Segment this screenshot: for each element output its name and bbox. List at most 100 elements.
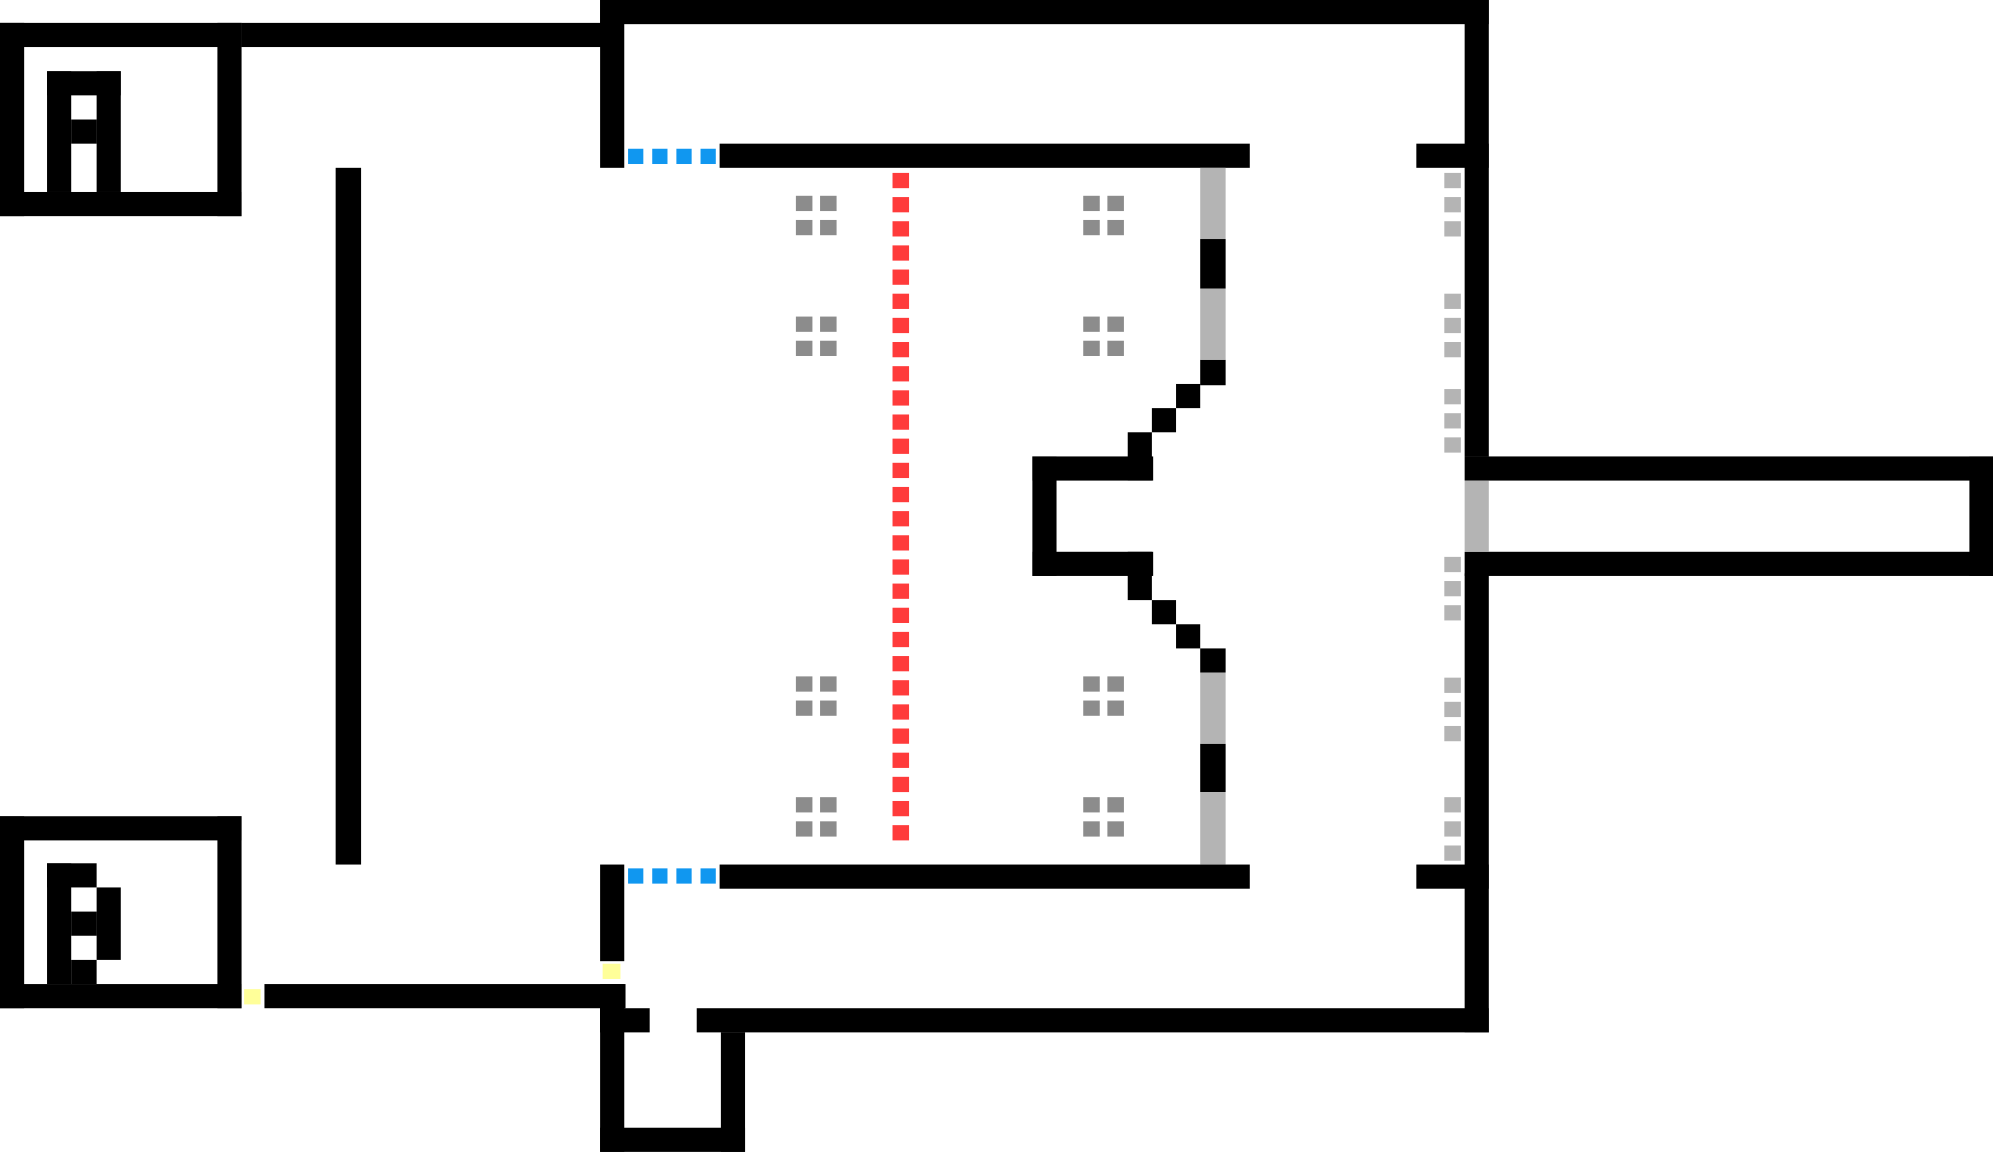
floor-marker <box>1083 700 1100 716</box>
laser-segment <box>892 342 910 358</box>
floor-marker <box>1083 340 1100 356</box>
wall-segment <box>217 22 242 217</box>
laser-segment <box>892 293 910 309</box>
wall-segment <box>1416 864 1489 889</box>
glass-panel <box>1200 167 1226 240</box>
wall-segment <box>1127 551 1152 601</box>
floor-marker <box>795 195 813 212</box>
yellow-marker <box>602 963 621 979</box>
laser-segment <box>892 221 910 237</box>
floor-marker <box>1107 676 1124 692</box>
laser-segment <box>892 438 910 454</box>
glass-dot <box>1444 845 1461 861</box>
wall-segment <box>1176 383 1201 409</box>
wall-segment <box>0 22 242 48</box>
wall-segment <box>1200 743 1226 793</box>
blue-door-tile <box>700 868 716 884</box>
laser-segment <box>892 317 910 334</box>
wall-segment <box>47 71 72 192</box>
laser-segment <box>892 680 910 696</box>
glass-dot <box>1444 221 1461 237</box>
wall-segment <box>600 0 1489 25</box>
floor-marker <box>820 700 837 716</box>
glass-dot <box>1444 413 1461 429</box>
glass-dot <box>1444 342 1461 358</box>
wall-segment <box>1200 648 1226 673</box>
floor-marker <box>1107 316 1124 332</box>
floor-marker <box>1107 219 1124 236</box>
wall-segment <box>1416 143 1489 168</box>
glass-dot <box>1444 797 1461 813</box>
wall-segment <box>241 22 623 48</box>
wall-segment <box>71 119 97 144</box>
wall-segment <box>696 1008 1489 1033</box>
laser-segment <box>892 559 910 575</box>
laser-segment <box>892 631 910 648</box>
wall-segment <box>1151 600 1177 625</box>
wall-segment <box>217 816 242 1009</box>
blue-door-tile <box>676 868 692 884</box>
laser-segment <box>892 583 910 599</box>
laser-segment <box>892 511 910 527</box>
wall-segment <box>264 984 626 1009</box>
floor-marker <box>1107 340 1124 356</box>
floor-marker <box>795 219 813 236</box>
floor-marker <box>1107 797 1124 813</box>
floor-marker <box>1083 821 1100 837</box>
wall-segment <box>0 816 242 841</box>
glass-dot <box>1444 293 1461 309</box>
glass-dot <box>1444 437 1461 453</box>
floor-marker <box>795 340 813 356</box>
floor-marker <box>1083 797 1100 813</box>
floor-marker <box>795 821 813 837</box>
blue-door-tile <box>700 148 716 165</box>
glass-panel <box>1464 480 1489 552</box>
wall-segment <box>335 167 362 865</box>
blue-door-tile <box>652 868 668 884</box>
glass-dot <box>1444 605 1461 621</box>
glass-dot <box>1444 172 1461 189</box>
glass-panel <box>1200 672 1226 744</box>
glass-dot <box>1444 677 1461 693</box>
glass-panel <box>1200 288 1226 360</box>
floor-marker <box>1083 316 1100 332</box>
floor-marker <box>1107 700 1124 716</box>
laser-segment <box>892 607 910 623</box>
floor-marker <box>820 821 837 837</box>
glass-dot <box>1444 725 1461 742</box>
wall-segment <box>1200 359 1226 386</box>
wall-segment <box>1464 551 1993 576</box>
laser-segment <box>892 390 910 406</box>
laser-segment <box>892 728 910 744</box>
floor-marker <box>1107 195 1124 212</box>
wall-segment <box>96 71 121 192</box>
floor-marker <box>820 676 837 692</box>
wall-segment <box>719 143 1250 168</box>
wall-segment <box>0 984 242 1009</box>
wall-segment <box>719 864 1250 889</box>
wall-segment <box>1464 456 1993 481</box>
wall-segment <box>1176 624 1201 649</box>
floor-marker <box>795 700 813 716</box>
glass-dot <box>1444 821 1461 837</box>
blue-door-tile <box>628 868 644 884</box>
laser-segment <box>892 366 910 382</box>
wall-segment <box>600 0 625 168</box>
wall-segment <box>1464 573 1489 1033</box>
wall-segment <box>0 191 242 217</box>
floor-marker <box>1083 219 1100 236</box>
wall-segment <box>0 22 25 217</box>
floor-marker <box>795 316 813 332</box>
laser-segment <box>892 486 910 503</box>
wall-segment <box>96 887 121 960</box>
laser-segment <box>892 197 910 213</box>
floor-marker <box>795 797 813 813</box>
blue-door-tile <box>628 148 644 165</box>
wall-segment <box>71 911 97 936</box>
glass-dot <box>1444 701 1461 718</box>
floor-marker <box>795 676 813 692</box>
laser-segment <box>892 245 910 261</box>
glass-dot <box>1444 389 1461 405</box>
glass-dot <box>1444 581 1461 597</box>
